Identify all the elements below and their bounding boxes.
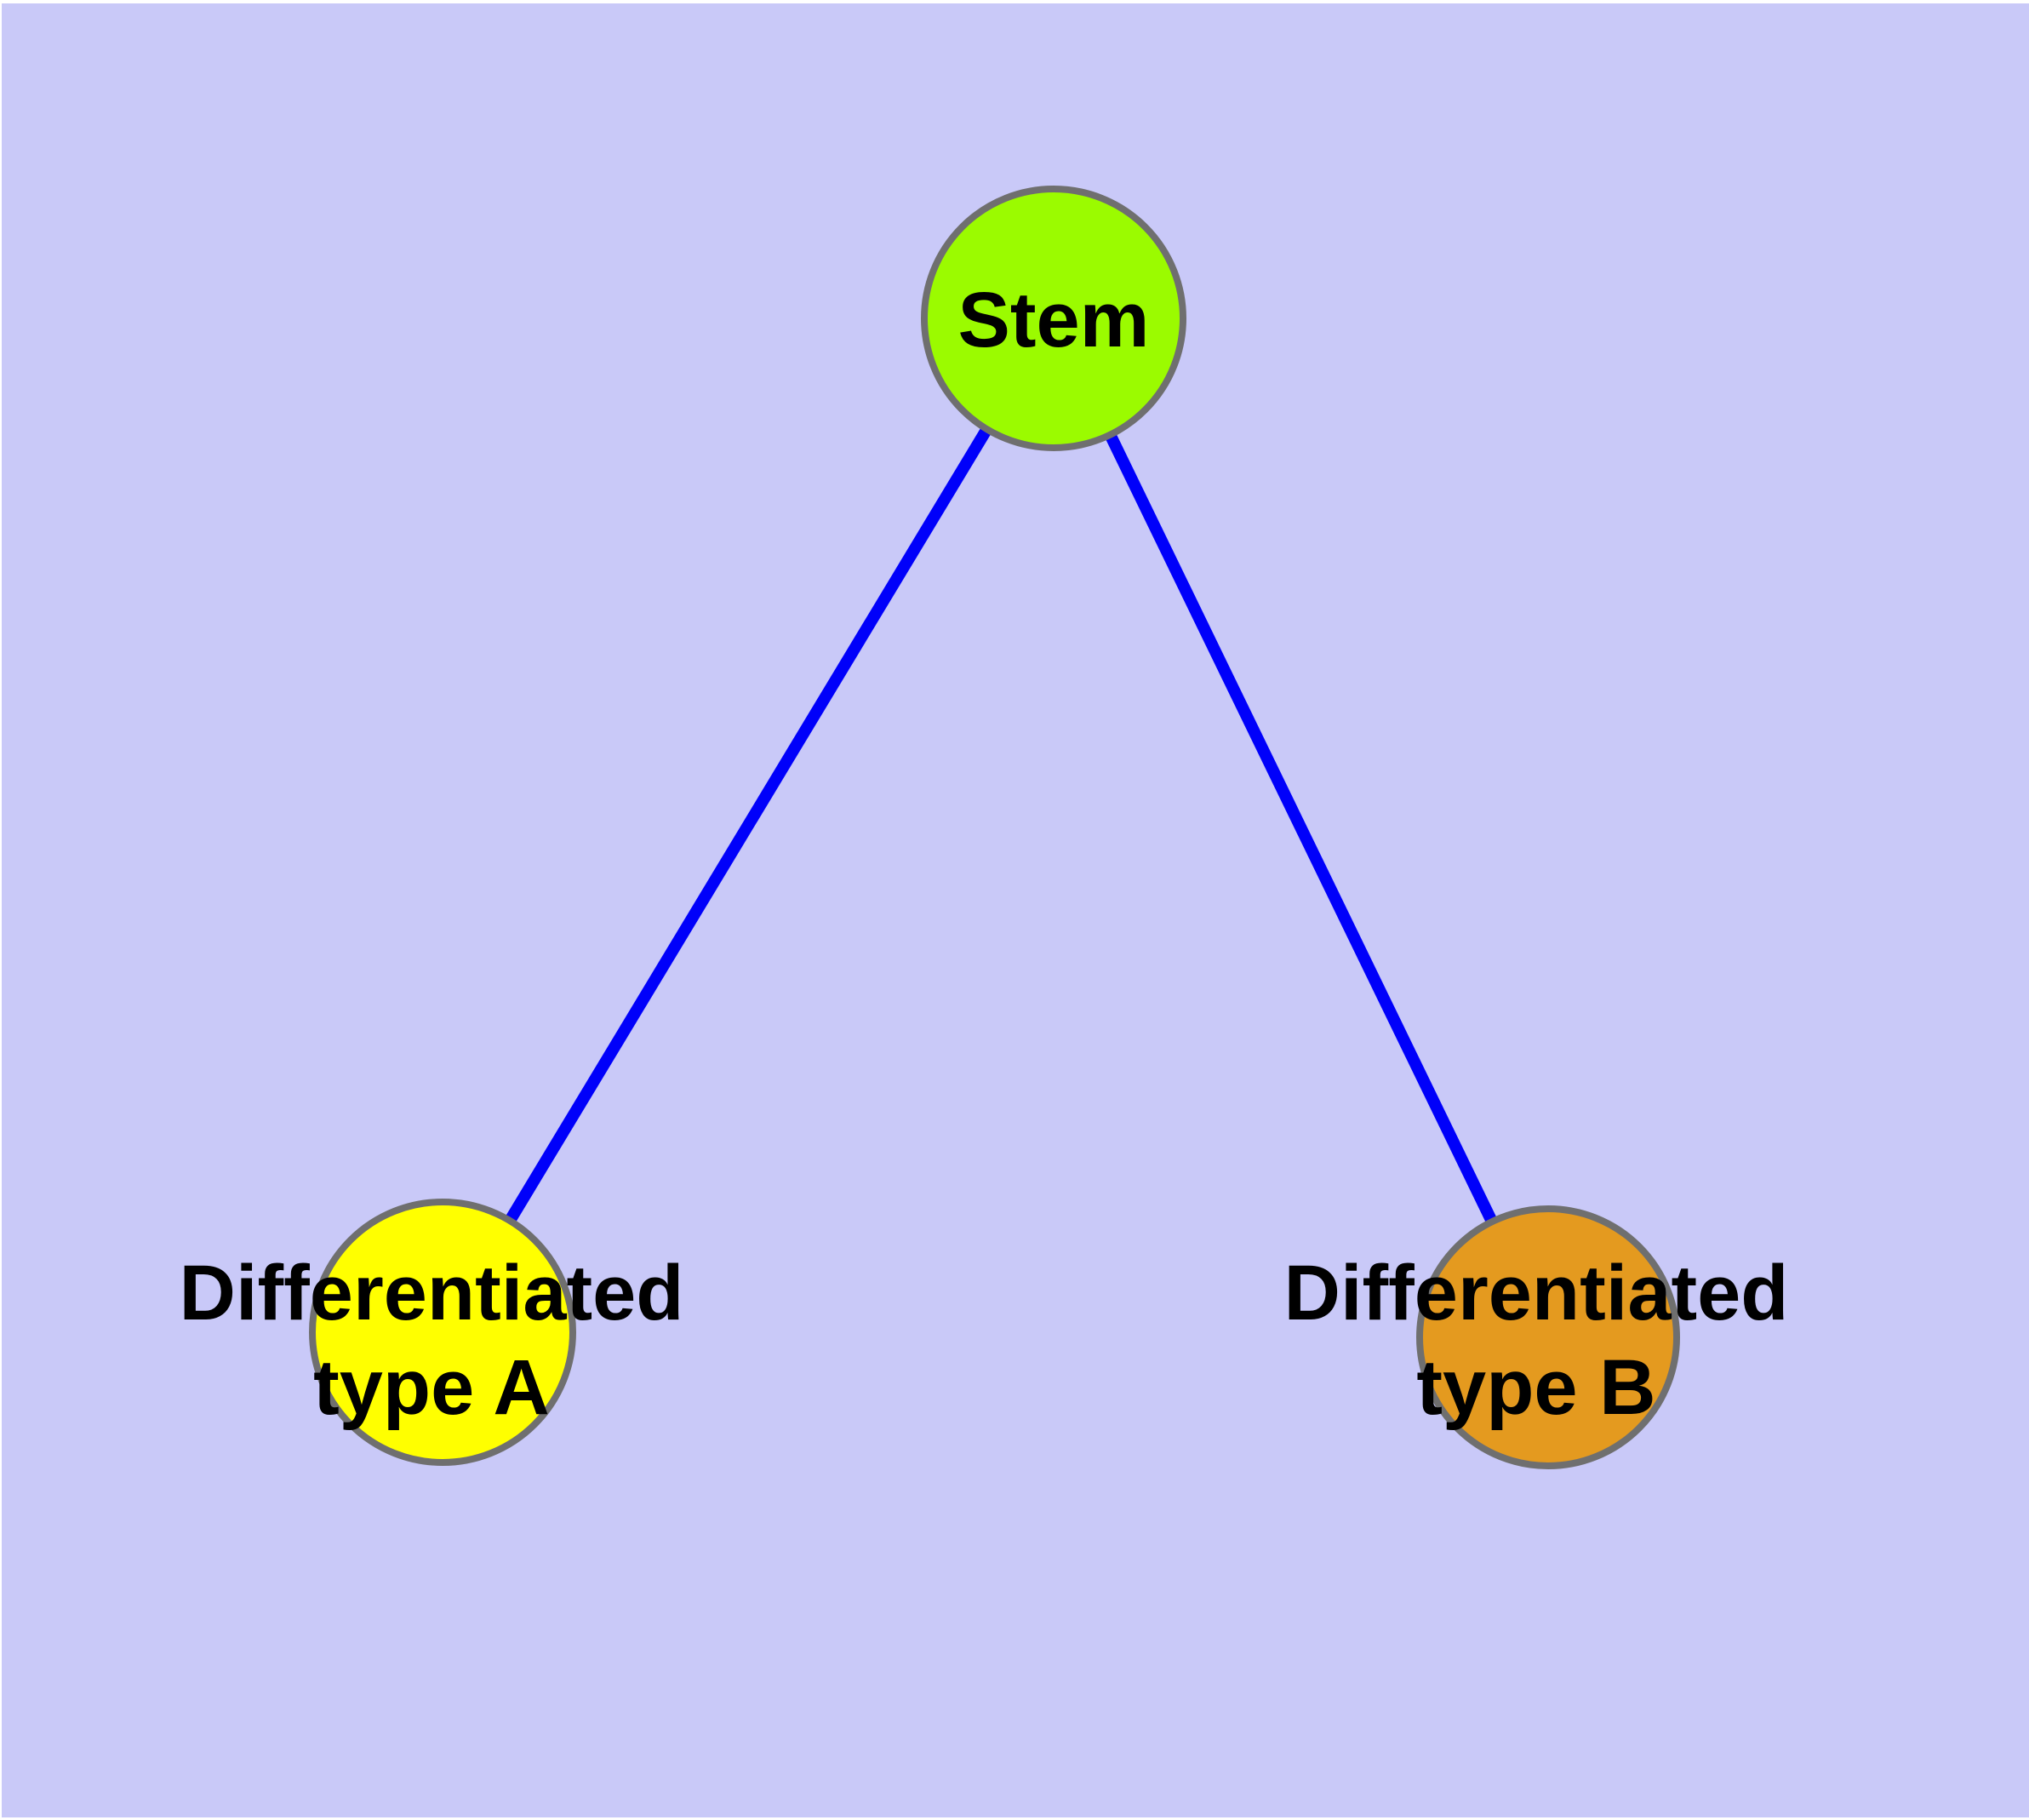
node-type-a-label-line2: type A (313, 1344, 550, 1431)
node-differentiated-type-a (309, 1199, 576, 1466)
edge-stem-to-type-b (1048, 315, 1554, 1341)
edge-stem-to-type-a (437, 315, 1059, 1336)
node-stem (921, 186, 1186, 451)
node-differentiated-type-b (1416, 1205, 1680, 1469)
node-type-a-label-line1: Differentiated (180, 1250, 684, 1336)
node-type-b-label-line1: Differentiated (1284, 1250, 1789, 1336)
node-stem-label: Stem (958, 277, 1150, 363)
node-type-b-label-line2: type B (1416, 1344, 1655, 1431)
